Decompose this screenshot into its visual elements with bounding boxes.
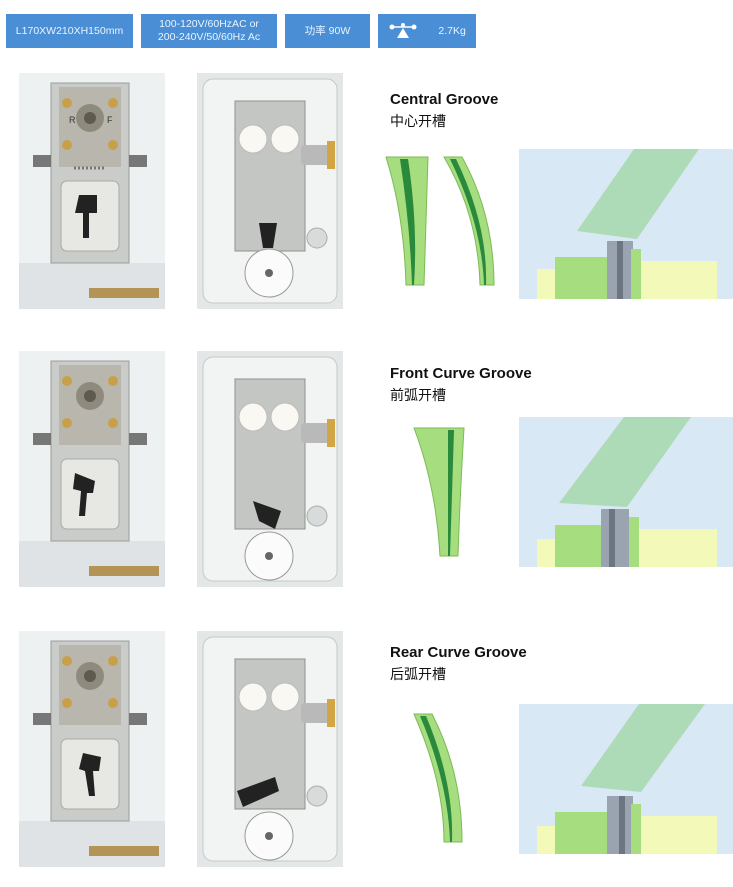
- device-angle-photo-front: [197, 351, 343, 587]
- groove-diagram-central: [519, 149, 733, 299]
- spec-voltage: 100-120V/60HzAC or 200-240V/50/60Hz Ac: [141, 14, 277, 48]
- groove-title-rear: Rear Curve Groove: [390, 644, 527, 661]
- groove-title-cn-central: 中心开槽: [390, 113, 446, 129]
- device-top-photo-front: [19, 351, 165, 587]
- device-angle-photo-rear: [197, 631, 343, 867]
- groove-diagram-front: [519, 417, 733, 567]
- spec-voltage-line2: 200-240V/50/60Hz Ac: [157, 31, 261, 43]
- spec-power-text: 功率 90W: [304, 24, 351, 37]
- lens-profile-central: [385, 156, 495, 286]
- groove-title-cn-front: 前弧开槽: [390, 387, 446, 403]
- spec-dimensions: L170XW210XH150mm: [6, 14, 133, 48]
- photo-label-r: R: [69, 115, 76, 125]
- device-top-photo-central: R F: [19, 73, 165, 309]
- groove-diagram-rear: [519, 704, 733, 854]
- photo-label-f: F: [107, 115, 113, 125]
- device-top-photo-rear: [19, 631, 165, 867]
- groove-title-cn-rear: 后弧开槽: [390, 666, 446, 682]
- spec-voltage-line1: 100-120V/60HzAC or: [159, 18, 259, 30]
- device-angle-photo-central: [197, 73, 343, 309]
- lens-profile-rear: [413, 713, 463, 843]
- spec-power: 功率 90W: [285, 14, 370, 48]
- spec-weight: 2.7Kg: [378, 14, 476, 48]
- spec-weight-text: 2.7Kg: [438, 24, 466, 37]
- lens-profile-front: [413, 427, 465, 557]
- spec-dimensions-text: L170XW210XH150mm: [15, 24, 124, 37]
- groove-title-front: Front Curve Groove: [390, 365, 532, 382]
- scale-icon: [389, 23, 417, 38]
- groove-title-central: Central Groove: [390, 91, 499, 108]
